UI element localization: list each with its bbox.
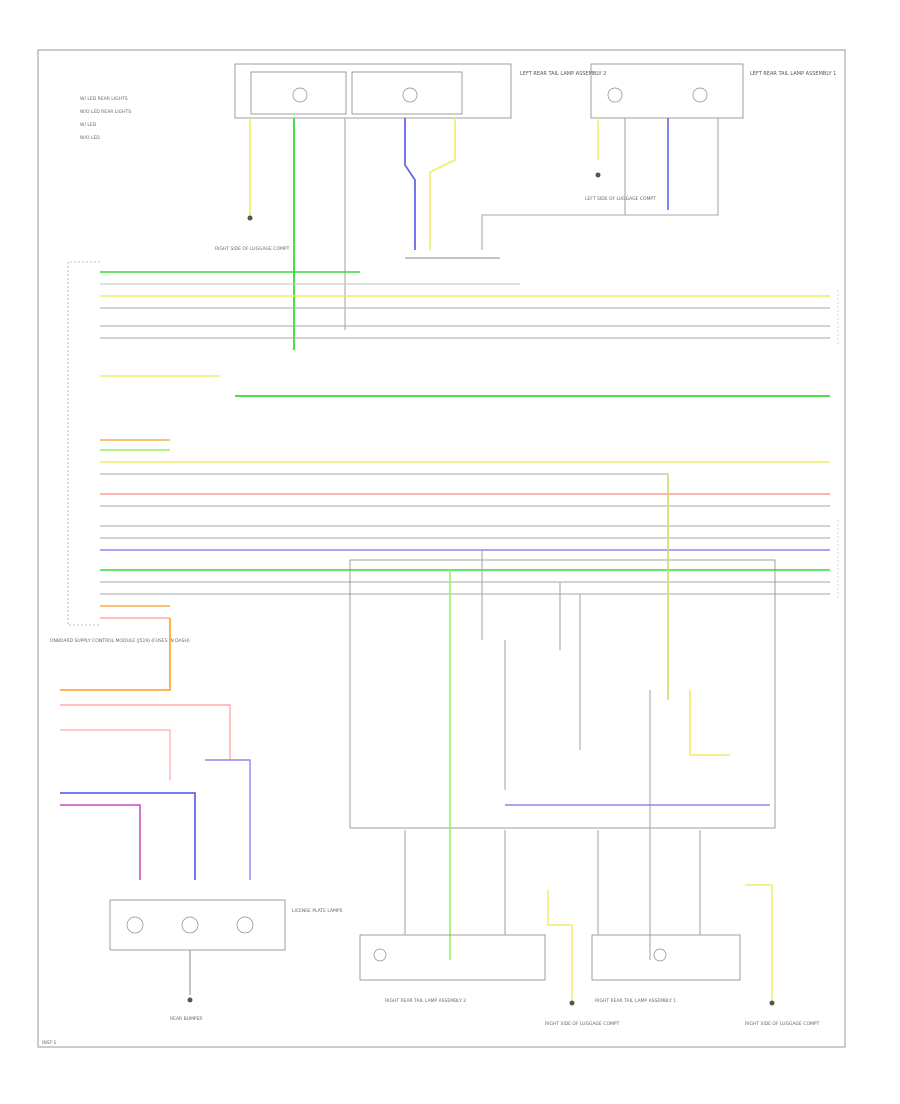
connector-wires [449,474,770,960]
left-rear-tail-lamp-assembly: LEFT REAR TAIL LAMP ASSEMBLY 2 LEFT REAR… [234,63,836,119]
ground-icon [247,215,253,221]
ground-2-label: RIGHT SIDE OF LUGGAGE COMPT [745,1021,820,1027]
legend-item: W/O LED [80,135,100,141]
ground-icon [595,172,601,178]
license-plate-lamps: LICENSE PLATE LAMPS REAR BUMPER [109,899,343,1022]
right-rear-tail-lamp-2-label: RIGHT REAR TAIL LAMP ASSEMBLY 2 [385,998,466,1004]
legend-item: W/ LED REAR LIGHTS [80,96,128,102]
ground-icon [769,1000,775,1006]
module-label: ONBOARD SUPPLY CONTROL MODULE (J519) (FU… [50,638,190,644]
legend-item: W/O LED REAR LIGHTS [80,109,131,115]
license-plate-label: LICENSE PLATE LAMPS [292,908,343,914]
right-rear-tail-lamps: RIGHT REAR TAIL LAMP ASSEMBLY 2 RIGHT RE… [359,830,820,1027]
ground-mid-label: LEFT SIDE OF LUGGAGE COMPT [585,196,656,202]
connector-box [349,559,776,829]
legend-item: W/ LED [80,122,97,128]
diagram-frame [37,49,846,1048]
legend: W/ LED REAR LIGHTS W/O LED REAR LIGHTS W… [80,96,131,141]
left-rear-tail-lamp-1-label: LEFT REAR TAIL LAMP ASSEMBLY 1 [750,71,836,77]
left-feeds [60,618,251,880]
left-rear-tail-lamp-2-label: LEFT REAR TAIL LAMP ASSEMBLY 2 [520,71,606,77]
ground-bottom-label: REAR BUMPER [170,1016,203,1022]
ground-1-label: RIGHT SIDE OF LUGGAGE COMPT [545,1021,620,1027]
ground-icon [569,1000,575,1006]
footer-code: INST-1 [42,1040,57,1046]
ground-left-label: RIGHT SIDE OF LUGGAGE COMPT [215,246,290,252]
module-bracket [67,261,100,626]
right-rear-tail-lamp-1-label: RIGHT REAR TAIL LAMP ASSEMBLY 1 [595,998,676,1004]
ground-icon [187,997,193,1003]
top-wires: RIGHT SIDE OF LUGGAGE COMPT LEFT SIDE OF… [215,118,719,350]
bus-wires [100,271,830,619]
